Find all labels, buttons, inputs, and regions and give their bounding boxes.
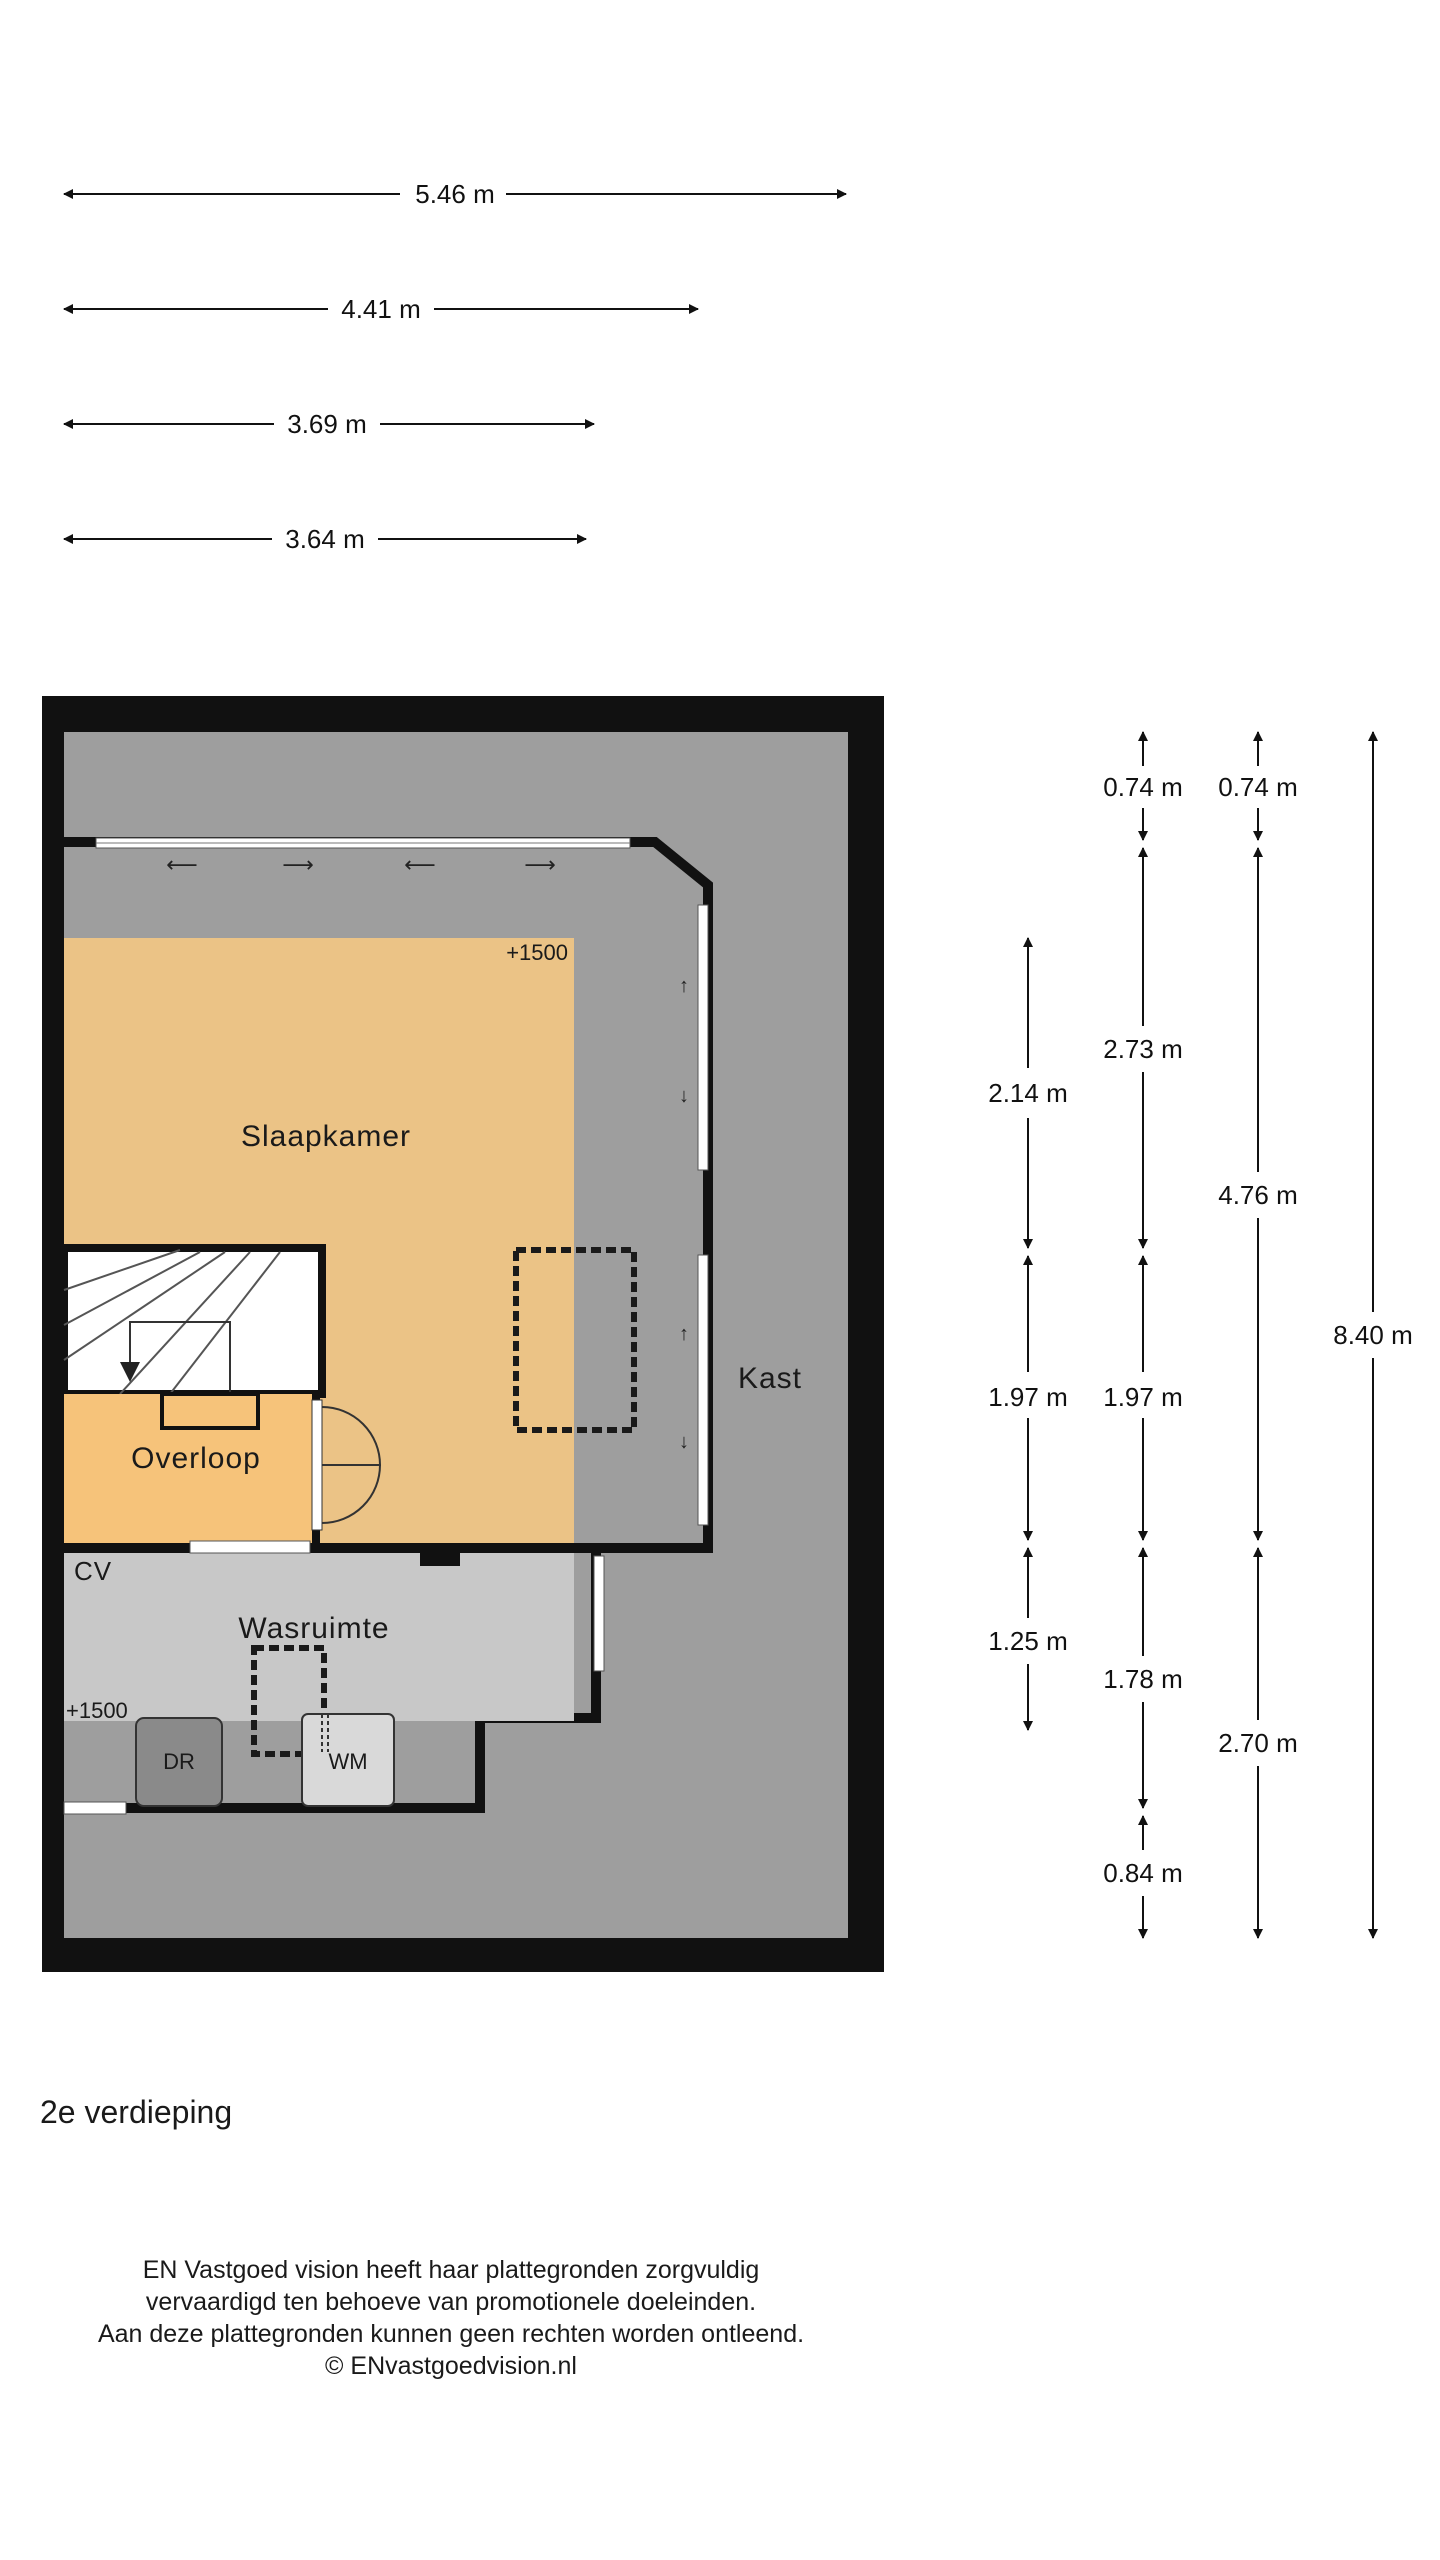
dimension-col-a: 2.14 m 1.97 m 1.25 m [988,937,1068,1731]
svg-text:⟵: ⟵ [166,852,198,877]
room-label-kast: Kast [738,1362,802,1395]
disclaimer-line: © ENvastgoedvision.nl [325,2352,577,2380]
dimension-col-c: 0.74 m 4.76 m 2.70 m [1218,731,1298,1939]
dimension-width-3: 3.69 m [63,409,595,439]
washer-label: WM [328,1749,367,1774]
dimension-label: 2.70 m [1218,1728,1298,1758]
laundry-room [63,1540,605,1815]
dimension-width-2: 4.41 m [63,294,699,324]
svg-text:⟶: ⟶ [282,852,314,877]
svg-text:⟵: ⟵ [404,852,436,877]
dimension-label: 2.73 m [1103,1034,1183,1064]
room-label-wasruimte: Wasruimte [238,1612,389,1645]
dimension-label: 2.14 m [988,1078,1068,1108]
plan-area: ⟵ ⟶ ⟵ ⟶ ↑ ↓ ↑ ↓ [42,696,884,1972]
room-label-slaapkamer: Slaapkamer [241,1120,411,1153]
landing-floor [64,1394,316,1544]
level-marker-slaapkamer: +1500 [506,940,568,965]
dimension-label: 1.25 m [988,1626,1068,1656]
dimension-label: 4.76 m [1218,1180,1298,1210]
dryer-label: DR [163,1749,195,1774]
stair-bottom-step [160,1392,260,1430]
dimension-label: 3.69 m [287,409,367,439]
dimension-label: 1.78 m [1103,1664,1183,1694]
disclaimer-line: Aan deze plattegronden kunnen geen recht… [97,2320,805,2348]
svg-text:⟶: ⟶ [524,852,556,877]
dimension-label: 1.97 m [988,1382,1068,1412]
dimension-label: 1.97 m [1103,1382,1183,1412]
svg-text:↓: ↓ [679,1431,689,1453]
dimension-label: 4.41 m [341,294,421,324]
dimension-label: 0.84 m [1103,1858,1183,1888]
north-window: ⟵ ⟶ ⟵ ⟶ [95,837,631,877]
dimension-col-b: 0.74 m 2.73 m 1.97 m 1.78 m 0.84 m [1103,731,1183,1939]
dimension-label: 3.64 m [285,524,365,554]
room-label-overloop: Overloop [131,1442,261,1475]
svg-text:↑: ↑ [679,1323,689,1345]
floor-title: 2e verdieping [40,2094,233,2130]
dimension-width-4: 3.64 m [63,524,587,554]
dimension-col-d: 8.40 m [1333,731,1413,1939]
level-marker-wasruimte: +1500 [66,1698,128,1723]
disclaimer: EN Vastgoed vision heeft haar plattegron… [0,2254,902,2382]
staircase [60,1244,326,1430]
dimension-label: 0.74 m [1218,772,1298,802]
disclaimer-line: EN Vastgoed vision heeft haar plattegron… [142,2256,760,2284]
dimension-label: 0.74 m [1103,772,1183,802]
dimension-width-1: 5.46 m [63,179,847,209]
east-window: ↑ ↓ ↑ ↓ [679,904,709,1526]
washing-machine: WM [301,1713,395,1807]
dryer: DR [135,1717,223,1807]
dimension-label: 5.46 m [415,179,495,209]
svg-text:↑: ↑ [679,975,689,997]
room-label-cv: CV [74,1556,112,1586]
vertical-dimensions: 2.14 m 1.97 m 1.25 m 0.74 m 2.73 m 1.97 … [988,731,1413,1939]
horizontal-dimensions: 5.46 m 4.41 m 3.69 m 3.64 m [63,179,847,554]
double-door [311,1399,382,1531]
dimension-label: 8.40 m [1333,1320,1413,1350]
disclaimer-line: vervaardigd ten behoeve van promotionele… [145,2288,757,2316]
svg-text:↓: ↓ [679,1085,689,1107]
